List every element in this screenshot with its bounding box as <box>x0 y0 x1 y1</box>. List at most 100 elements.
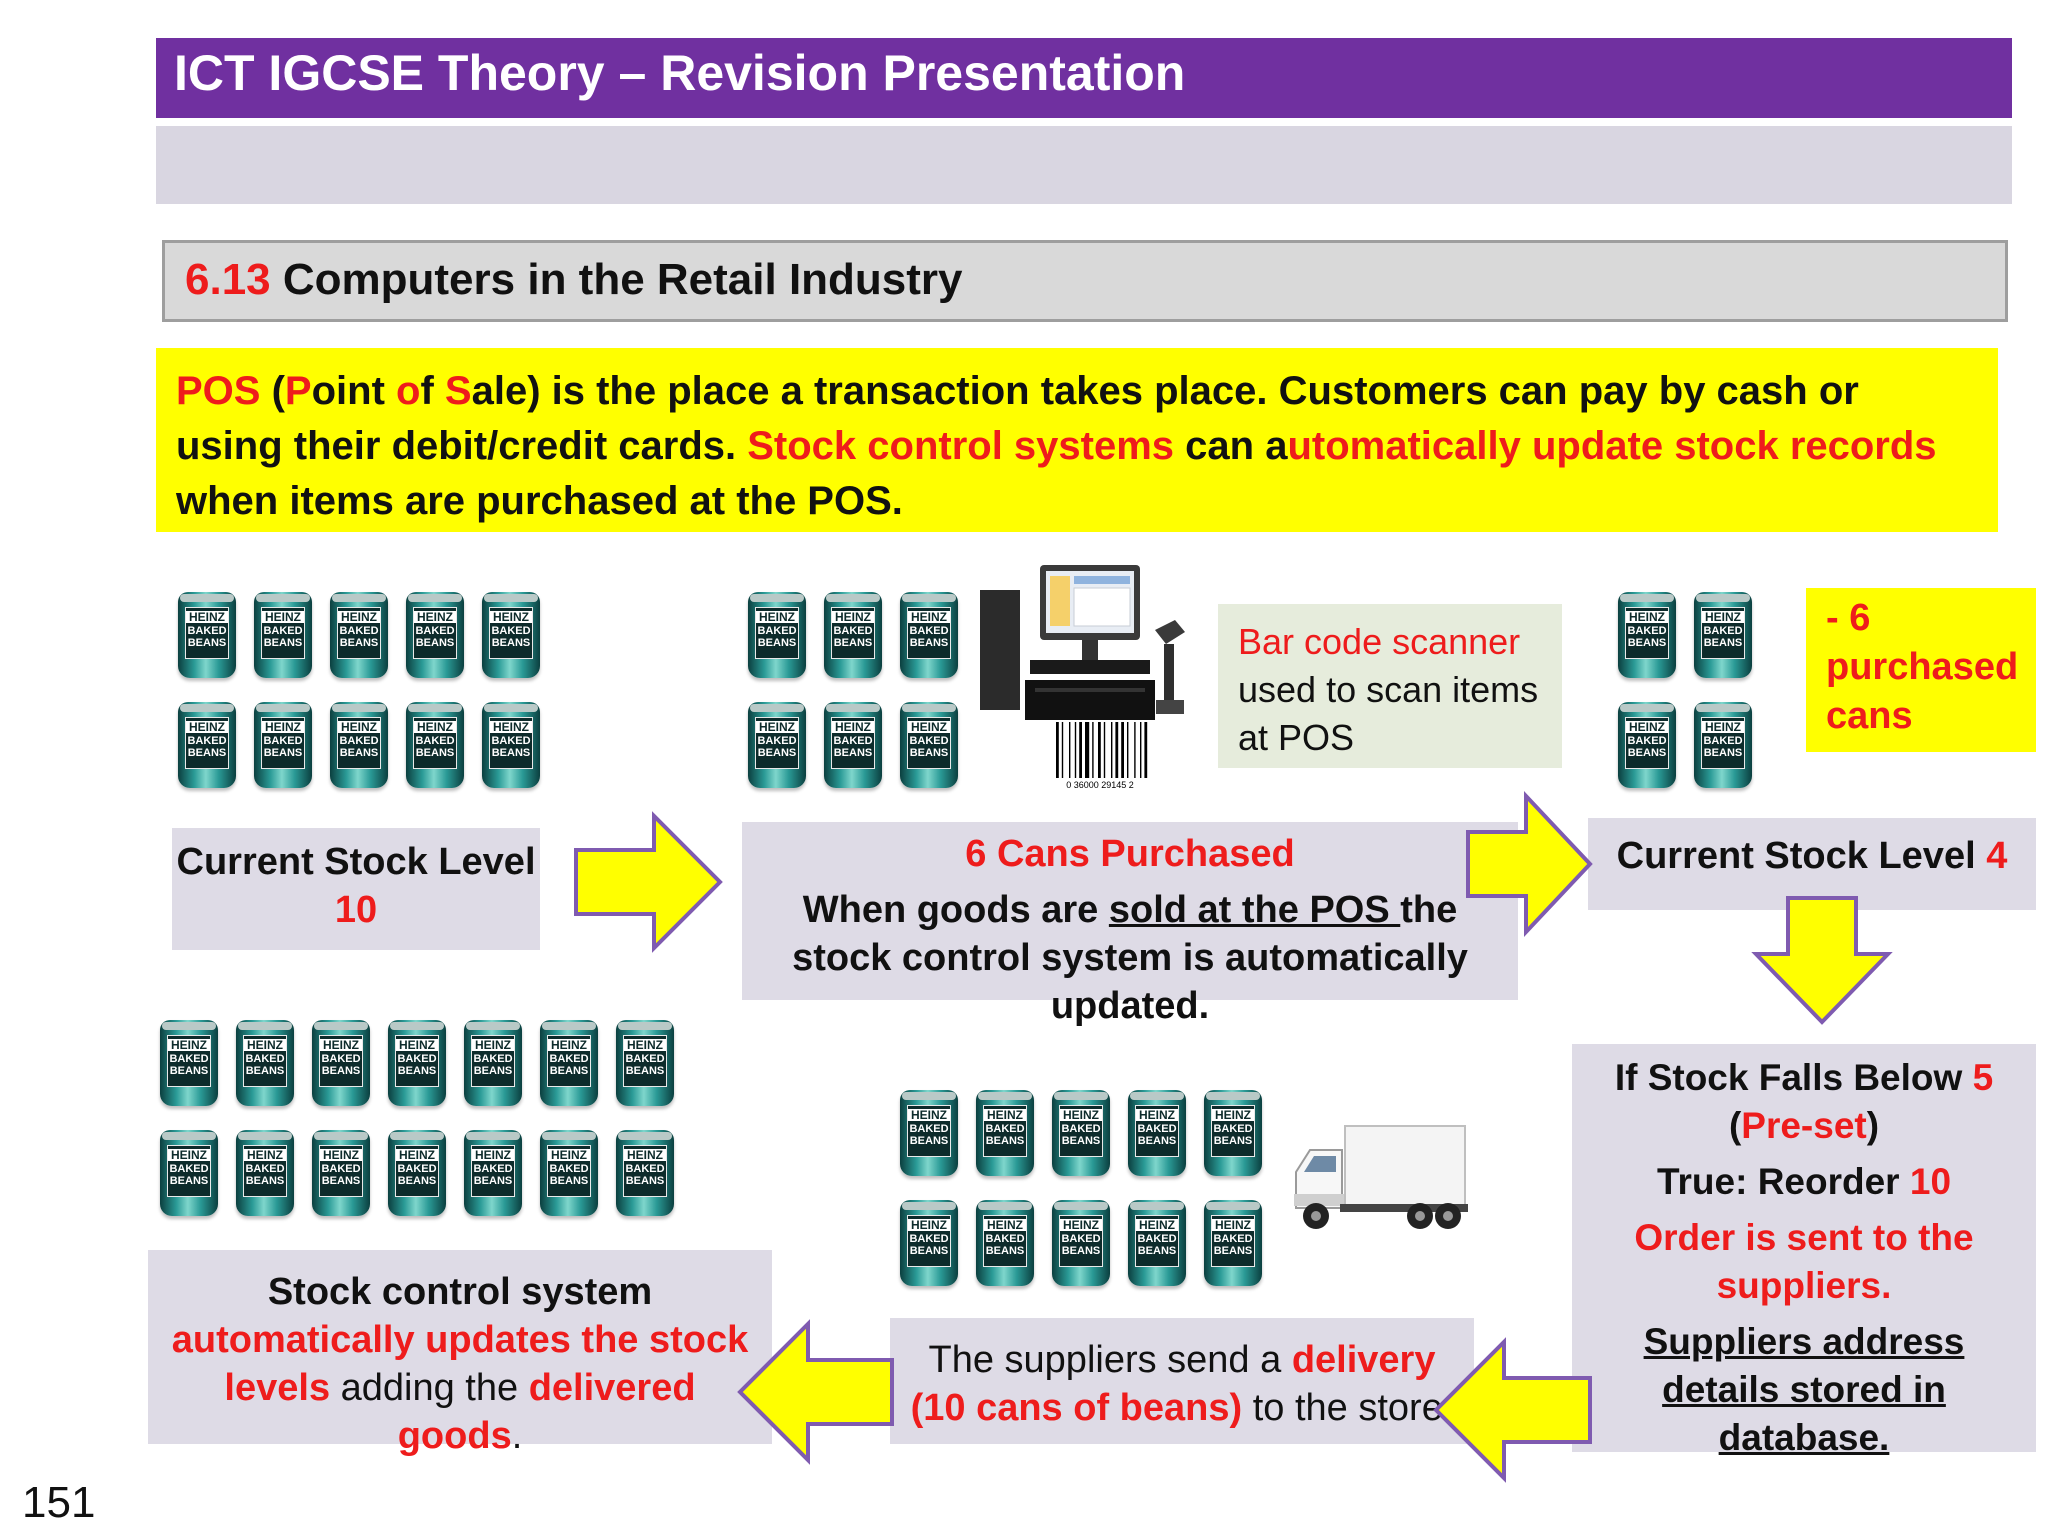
intro-rest1: ale) is the place a transaction takes pl… <box>176 369 1859 468</box>
can-line2: BEANS <box>1627 637 1667 649</box>
can-line1: BAKED <box>187 625 227 637</box>
barcode-digits: 0 36000 29145 2 <box>1066 780 1134 790</box>
scanner-description: used to scan items at POS <box>1238 669 1539 758</box>
can-brand: HEINZ <box>1212 1109 1254 1121</box>
can-brand: HEINZ <box>262 611 304 623</box>
can-brand: HEINZ <box>908 721 950 733</box>
barcode-bar <box>1092 722 1094 778</box>
can-line1: BAKED <box>549 1053 589 1065</box>
pos-letter-p: P <box>284 369 312 413</box>
barcode-bar <box>1140 722 1142 778</box>
stock-value: 10 <box>334 889 378 931</box>
can-brand: HEINZ <box>1136 1219 1178 1231</box>
can-line2: BEANS <box>757 637 797 649</box>
current-stock-box-initial: Current Stock Level 10 <box>172 828 540 950</box>
section-title: Computers in the Retail Industry <box>282 255 963 304</box>
can-line1: BAKED <box>245 1053 285 1065</box>
can-brand: HEINZ <box>168 1039 210 1051</box>
barcode-image: 0 36000 29145 2 <box>1056 722 1148 790</box>
reorder-true-label: True: Reorder <box>1656 1161 1910 1202</box>
delivery-truck-image <box>1294 1125 1468 1229</box>
can-line1: BAKED <box>625 1163 665 1175</box>
barcode-bar <box>1121 722 1124 778</box>
arrow-down <box>1751 896 1893 1025</box>
can-line2: BEANS <box>1213 1245 1253 1257</box>
arrow-left-2 <box>737 1319 894 1465</box>
preset-open: ( <box>1728 1105 1742 1146</box>
can-line2: BEANS <box>473 1175 513 1187</box>
can-brand: HEINZ <box>624 1039 666 1051</box>
intro-open: ( <box>260 369 285 413</box>
stock-update-box: Stock control system automatically updat… <box>148 1250 772 1457</box>
can-line2: BEANS <box>491 747 531 759</box>
can-line1: BAKED <box>397 1053 437 1065</box>
order-sent-text: Order is sent to the suppliers. <box>1634 1217 1974 1306</box>
can-line1: BAKED <box>169 1053 209 1065</box>
can-brand: HEINZ <box>832 721 874 733</box>
can-brand: HEINZ <box>908 1109 950 1121</box>
can-brand: HEINZ <box>414 611 456 623</box>
can-line1: BAKED <box>491 625 531 637</box>
can-line1: BAKED <box>1137 1233 1177 1245</box>
purchase-pre: When goods are <box>802 889 1109 931</box>
can-brand: HEINZ <box>548 1039 590 1051</box>
can-line2: BEANS <box>985 1135 1025 1147</box>
can-line2: BEANS <box>833 637 873 649</box>
can-line2: BEANS <box>1627 747 1667 759</box>
can-line2: BEANS <box>909 1245 949 1257</box>
can-line2: BEANS <box>263 747 303 759</box>
can-line1: BAKED <box>1703 625 1743 637</box>
can-line2: BEANS <box>833 747 873 759</box>
can-line2: BEANS <box>187 747 227 759</box>
can-line1: BAKED <box>321 1163 361 1175</box>
barcode-bar <box>1144 722 1148 778</box>
title-bar: ICT IGCSE Theory – Revision Presentation <box>156 38 2012 118</box>
preset-close: ) <box>1866 1105 1880 1146</box>
can-brand: HEINZ <box>320 1149 362 1161</box>
barcode-bar <box>1085 722 1090 778</box>
can-line2: BEANS <box>339 747 379 759</box>
can-line2: BEANS <box>321 1065 361 1077</box>
pos-letter-s: S <box>444 369 472 413</box>
section-number: 6.13 <box>185 255 271 304</box>
update-post: . <box>511 1415 523 1457</box>
can-brand: HEINZ <box>984 1219 1026 1231</box>
intro-text: POS (Point of Sale) is the place a trans… <box>176 364 1976 529</box>
can-line2: BEANS <box>187 637 227 649</box>
barcode-bar <box>1061 722 1064 778</box>
can-line2: BEANS <box>339 637 379 649</box>
